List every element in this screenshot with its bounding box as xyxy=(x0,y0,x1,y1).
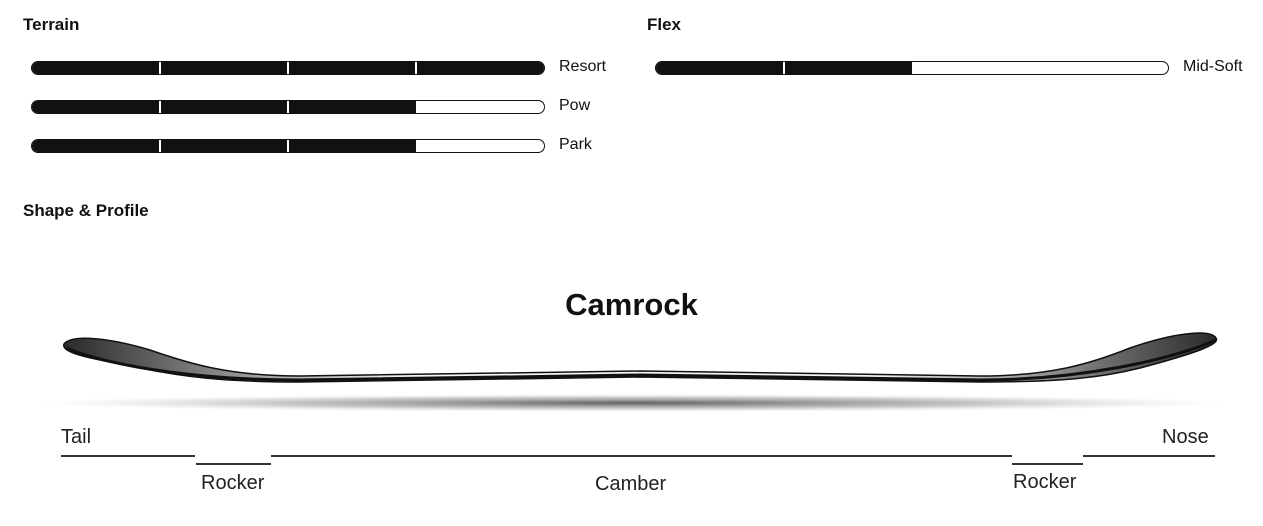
flex-bar-label: Mid-Soft xyxy=(1183,58,1243,75)
terrain-bar-track xyxy=(31,139,545,153)
camber-line xyxy=(271,455,1012,457)
terrain-bar-fill xyxy=(32,140,416,152)
nose-label: Nose xyxy=(1162,426,1209,448)
terrain-bar-label: Pow xyxy=(559,97,591,114)
flex-bar-track xyxy=(655,61,1169,75)
camber-label: Camber xyxy=(595,473,667,495)
bar-segment-divider xyxy=(159,140,161,152)
terrain-heading: Terrain xyxy=(23,15,80,34)
bar-segment-divider xyxy=(159,62,161,74)
tail-label: Tail xyxy=(61,426,92,448)
board-shape xyxy=(63,332,1218,383)
rocker-left-label: Rocker xyxy=(201,472,265,494)
bar-segment-divider xyxy=(783,62,785,74)
terrain-bar-label: Park xyxy=(559,136,592,153)
rocker-right-label: Rocker xyxy=(1013,471,1077,493)
flex-heading: Flex xyxy=(647,15,682,34)
bar-segment-divider xyxy=(287,101,289,113)
rocker-right-line xyxy=(1012,463,1083,465)
bar-segment-divider xyxy=(415,62,417,74)
terrain-bar-fill xyxy=(32,101,416,113)
snowboard-profile-illustration xyxy=(32,332,1232,412)
board-base-edge xyxy=(65,338,1217,382)
terrain-bar-track xyxy=(31,100,545,114)
board-shadow xyxy=(32,394,1232,412)
bar-segment-divider xyxy=(287,62,289,74)
rocker-left-line xyxy=(196,463,271,465)
bar-segment-divider xyxy=(287,140,289,152)
terrain-bar-track xyxy=(31,61,545,75)
shape-profile-heading: Shape & Profile xyxy=(23,201,149,220)
terrain-bar-label: Resort xyxy=(559,58,607,75)
profile-name: Camrock xyxy=(565,287,698,322)
tail-camber-line xyxy=(61,455,195,457)
nose-camber-line xyxy=(1083,455,1215,457)
bar-segment-divider xyxy=(159,101,161,113)
